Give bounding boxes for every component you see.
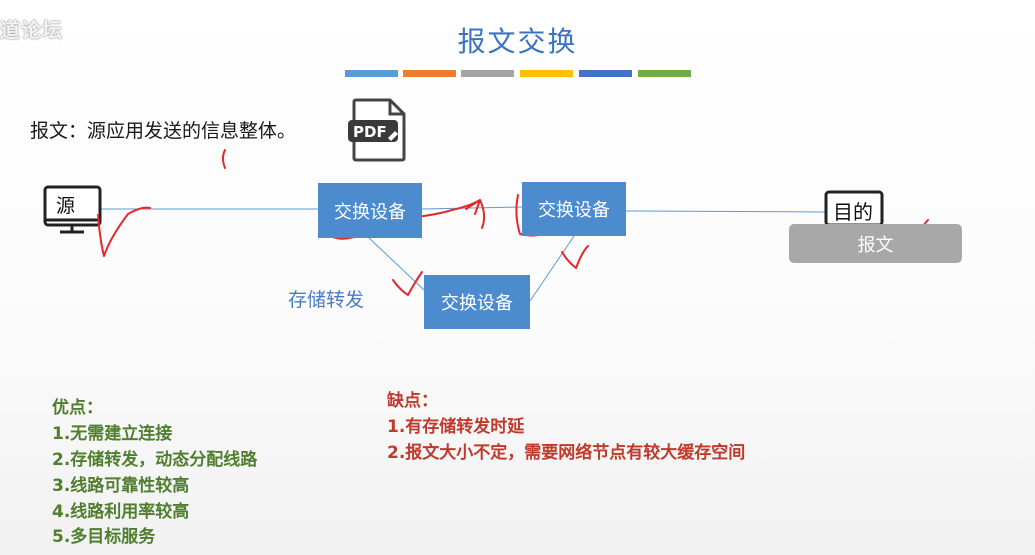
title-bar-1 (345, 70, 398, 77)
switch-device-2: 交换设备 (522, 182, 626, 236)
advantage-item-5: 5.多目标服务 (52, 527, 156, 547)
disadvantages-title: 缺点： (387, 391, 438, 411)
disadvantage-item-2: 2.报文大小不定，需要网络节点有较大缓存空间 (387, 443, 746, 463)
message-definition: 报文：源应用发送的信息整体。 (30, 120, 297, 142)
switch-device-3: 交换设备 (424, 275, 530, 329)
handwritten-annotations (97, 149, 929, 296)
slide-title: 报文交换 (457, 25, 578, 58)
switch-device-2-label: 交换设备 (538, 200, 610, 221)
switch-device-3-label: 交换设备 (441, 293, 513, 314)
title-bar-4 (520, 70, 573, 77)
source-label: 源 (56, 195, 76, 217)
annotation-source-check (97, 206, 151, 257)
annotation-check-switch3 (392, 271, 423, 296)
advantage-item-3: 3.线路可靠性较高 (52, 476, 190, 496)
message-box: 报文 (789, 224, 962, 263)
pdf-icon-label: PDF (353, 123, 387, 141)
switch-device-1-label: 交换设备 (334, 201, 406, 223)
annotation-check-below-switch2 (561, 245, 589, 269)
link-switch1-switch3 (367, 236, 425, 291)
title-bar-5 (579, 70, 632, 77)
advantages-title: 优点： (52, 398, 103, 418)
destination-label: 目的 (833, 200, 873, 224)
source-computer-icon (43, 185, 102, 234)
message-box-label: 报文 (857, 234, 894, 256)
watermark: 道论坛 (0, 18, 63, 42)
disadvantage-item-1: 1.有存储转发时延 (387, 417, 525, 437)
switch-device-1: 交换设备 (318, 183, 422, 238)
title-bar-3 (461, 70, 514, 77)
store-forward-label: 存储转发 (288, 289, 365, 311)
advantage-item-2: 2.存储转发，动态分配线路 (52, 450, 258, 470)
title-bar-2 (403, 70, 456, 77)
link-switch2-destination (625, 210, 827, 213)
annotation-stroke-pdf (222, 149, 226, 169)
advantage-item-4: 4.线路利用率较高 (52, 502, 190, 522)
link-switch2-switch3 (529, 235, 575, 302)
pdf-file-icon: PDF (348, 98, 408, 166)
title-bar-6 (638, 70, 691, 77)
link-switch1-switch2 (421, 206, 523, 210)
advantage-item-1: 1.无需建立连接 (52, 424, 173, 444)
